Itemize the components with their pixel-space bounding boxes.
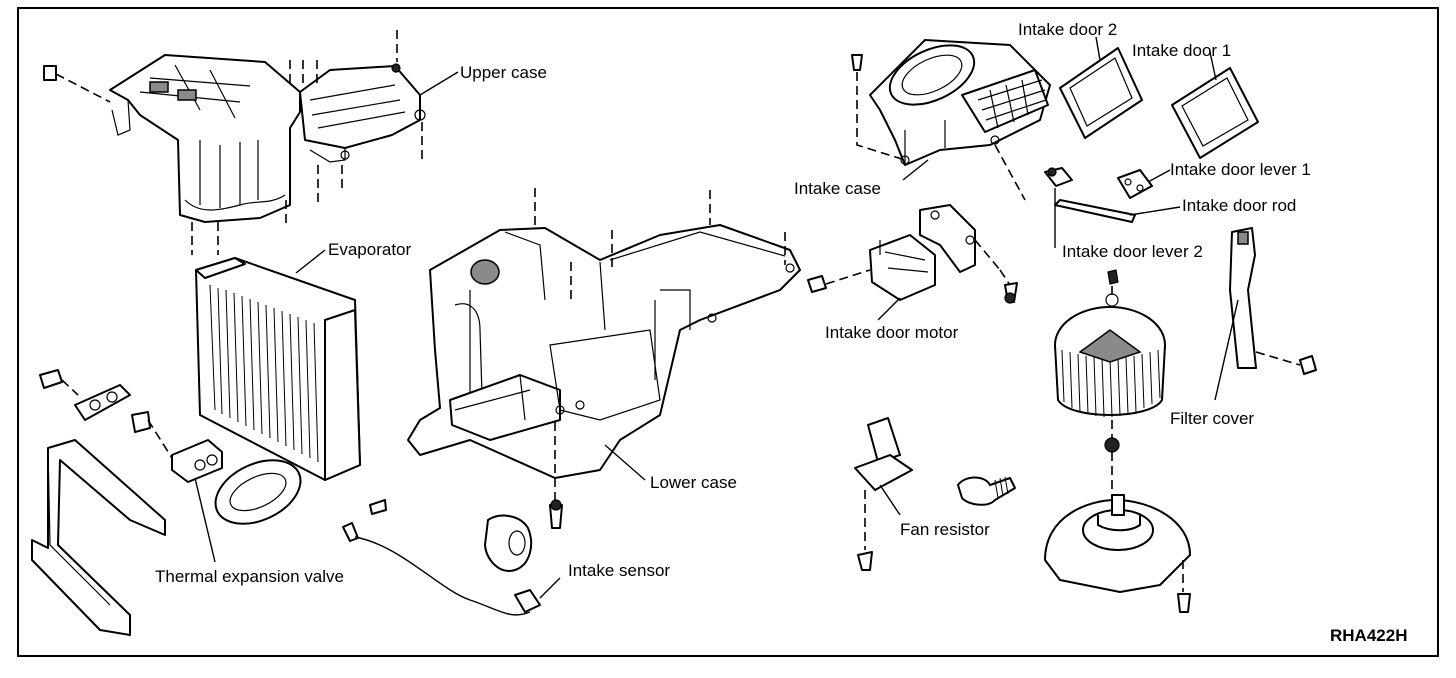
blower-motor-part (1044, 286, 1191, 613)
label-intake-door-lever-1: Intake door lever 1 (1170, 160, 1311, 179)
leader-lines (194, 36, 1239, 599)
drain-duct-part (31, 439, 166, 636)
label-intake-door-motor: Intake door motor (825, 323, 959, 342)
upper-case-part (43, 54, 426, 223)
label-filter-cover: Filter cover (1170, 409, 1254, 428)
intake-sensor-part (342, 499, 541, 616)
intake-door-lever-1-part (1117, 169, 1153, 199)
label-fan-resistor: Fan resistor (900, 520, 990, 539)
intake-door-1-part (1171, 67, 1259, 159)
label-lower-case: Lower case (650, 473, 737, 492)
label-evaporator: Evaporator (328, 240, 411, 259)
label-thermal-expansion-valve: Thermal expansion valve (155, 567, 344, 586)
label-intake-sensor: Intake sensor (568, 561, 670, 580)
intake-door-motor-part (807, 204, 1018, 304)
label-upper-case: Upper case (460, 63, 547, 82)
upper-case-fastener-lines (55, 30, 423, 255)
lower-case-fastener-lines (534, 188, 786, 529)
intake-case-part (851, 39, 1051, 201)
labels: Upper case Evaporator Intake case Intake… (155, 20, 1407, 645)
filter-cover-part (1229, 227, 1317, 375)
intake-door-2-part (1059, 47, 1143, 139)
thermal-expansion-valve-group (39, 369, 302, 525)
label-intake-door-lever-2: Intake door lever 2 (1062, 242, 1203, 261)
label-intake-door-rod: Intake door rod (1182, 196, 1296, 215)
label-intake-door-2: Intake door 2 (1018, 20, 1117, 39)
evaporator-part (195, 257, 361, 481)
fan-resistor-part (854, 417, 1016, 571)
label-intake-door-1: Intake door 1 (1132, 41, 1231, 60)
intake-door-lever-2-part (1044, 167, 1073, 187)
blower-fan-part (1054, 269, 1166, 453)
lower-case-part (407, 224, 801, 479)
figure-code: RHA422H (1330, 626, 1407, 645)
intake-door-rod-part (1054, 199, 1136, 223)
label-intake-case: Intake case (794, 179, 881, 198)
